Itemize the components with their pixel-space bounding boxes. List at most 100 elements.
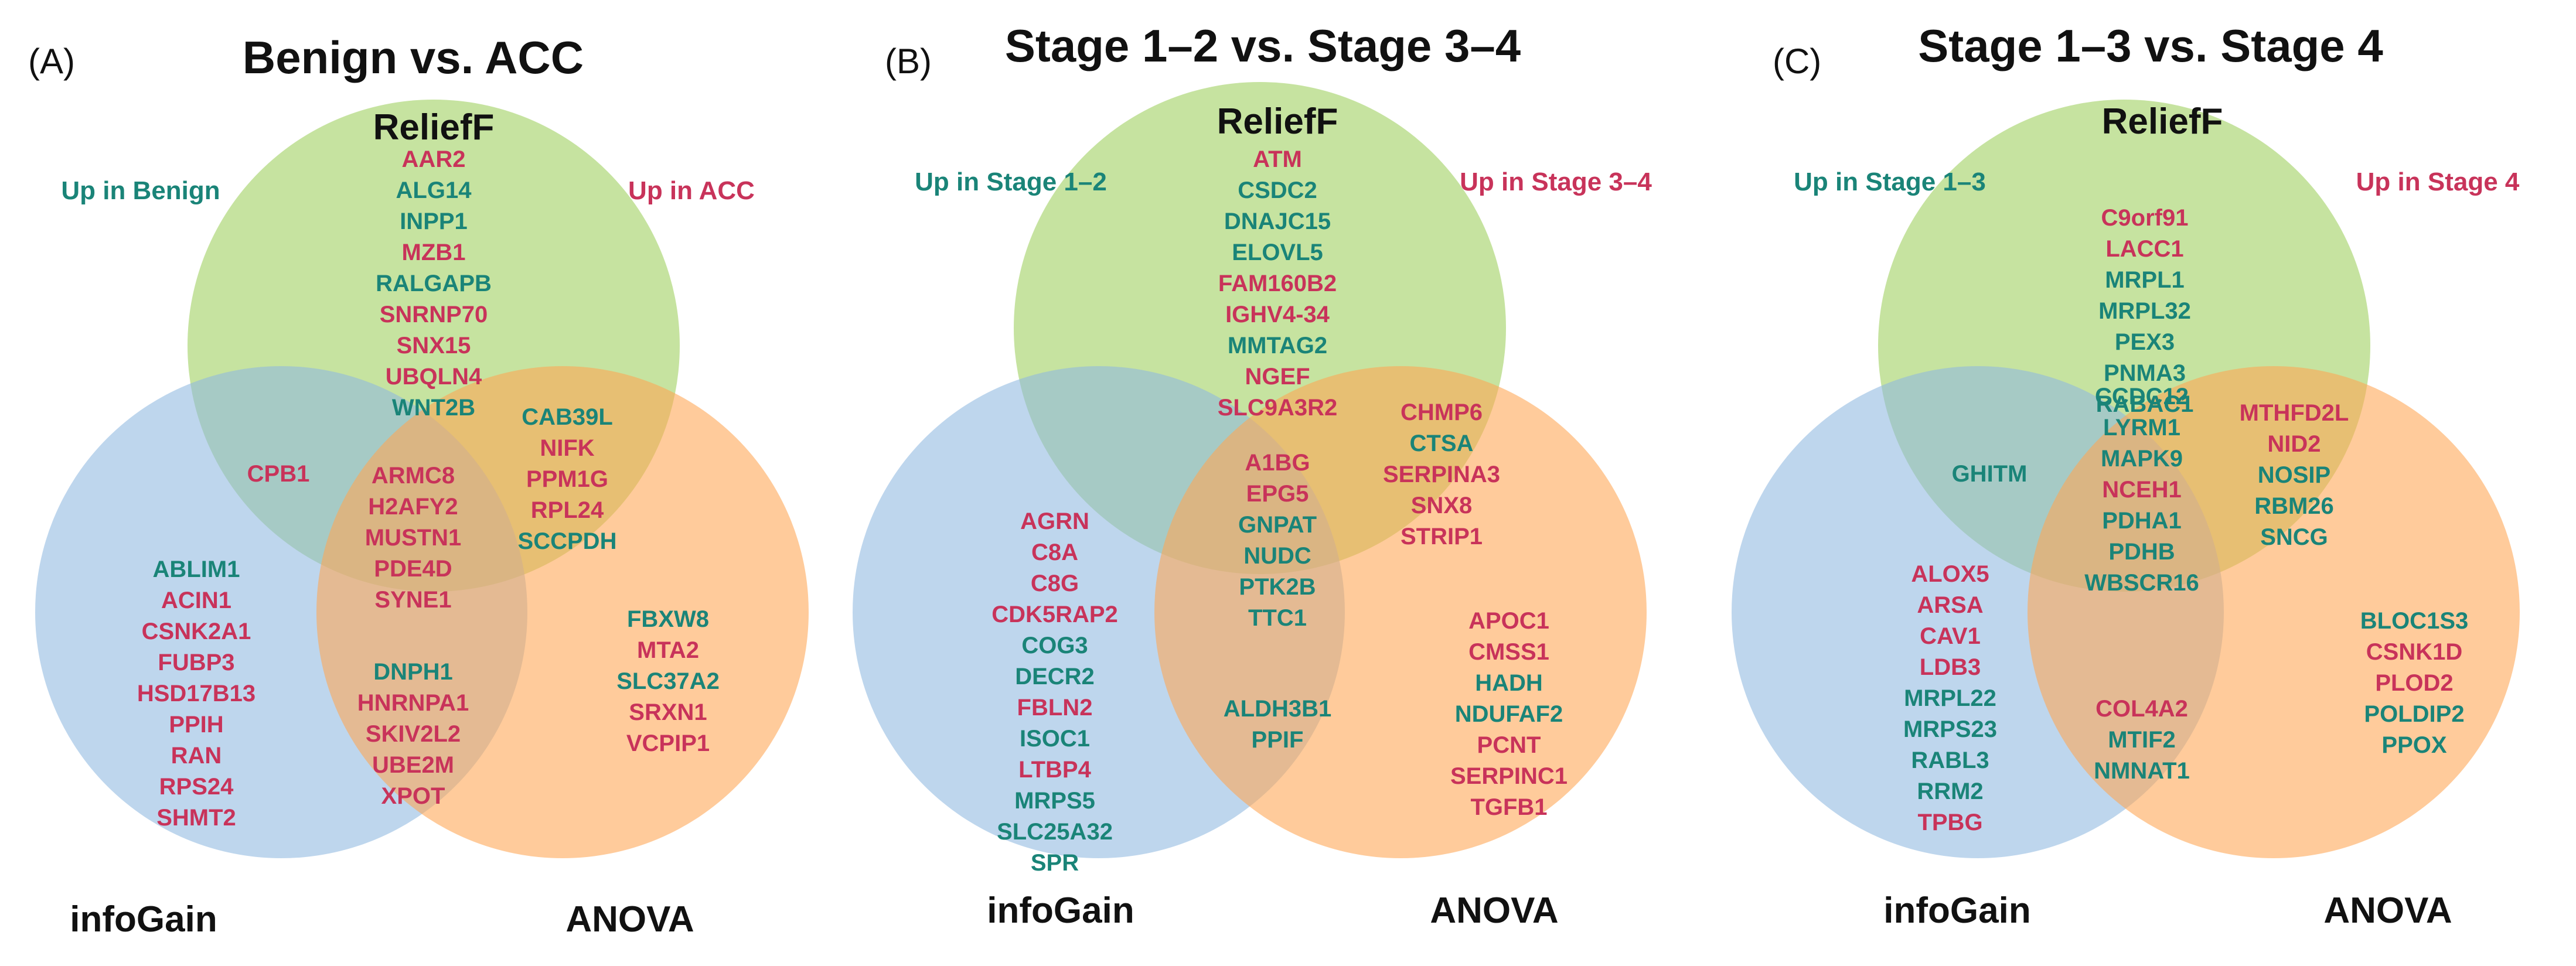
gene-label-left-only: MRPS5 (1014, 788, 1095, 814)
gene-label-center: A1BG (1245, 450, 1310, 476)
gene-label-left-right: PPIF (1252, 727, 1304, 753)
gene-label-right-only: MTA2 (637, 637, 699, 663)
gene-label-top-only: RABAC1 (2096, 391, 2194, 417)
anova-circle (316, 366, 809, 858)
gene-label-top-only: UBQLN4 (386, 364, 482, 390)
gene-label-left-only: RABL3 (1911, 747, 1989, 773)
gene-label-top-only: LACC1 (2105, 236, 2183, 262)
panel-title: Benign vs. ACC (243, 32, 584, 83)
gene-label-top-right: RPL24 (531, 497, 604, 523)
panel-title: Stage 1–2 vs. Stage 3–4 (1005, 20, 1521, 71)
gene-label-left-only: CAV1 (1920, 623, 1981, 649)
gene-label-left-right: NMNAT1 (2094, 758, 2190, 784)
gene-label-top-only: MRPL1 (2105, 267, 2185, 293)
gene-label-center: MAPK9 (2101, 446, 2183, 472)
gene-label-left-only: FBLN2 (1017, 695, 1093, 721)
gene-label-center: H2AFY2 (368, 494, 458, 520)
gene-label-top-only: PEX3 (2115, 329, 2175, 355)
gene-label-right-only: NDUFAF2 (1455, 701, 1563, 727)
direction-label-left: Up in Stage 1–2 (915, 168, 1107, 196)
gene-label-left-only: RAN (171, 743, 222, 769)
gene-label-left-only: SHMT2 (156, 805, 236, 831)
gene-label-left-only: SLC25A32 (997, 819, 1113, 845)
gene-label-center: NCEH1 (2102, 477, 2182, 503)
gene-label-center: WBSCR16 (2084, 570, 2199, 596)
gene-label-center: LYRM1 (2103, 415, 2180, 441)
gene-label-left-only: CSNK2A1 (142, 619, 251, 644)
gene-label-top-right: SERPINA3 (1383, 462, 1500, 487)
set-label-right: ANOVA (1430, 890, 1558, 931)
gene-label-right-only: SRXN1 (629, 699, 707, 725)
gene-label-top-right: SNX8 (1411, 493, 1473, 518)
gene-label-left-right: MTIF2 (2108, 727, 2176, 753)
gene-label-top-only: SNX15 (397, 333, 471, 359)
gene-label-right-only: SERPINC1 (1450, 763, 1568, 789)
gene-label-left-only: CDK5RAP2 (991, 602, 1118, 627)
gene-label-top-only: SLC9A3R2 (1218, 395, 1338, 421)
gene-label-left-only: SPR (1031, 850, 1079, 876)
gene-label-left-only: ARSA (1917, 592, 1983, 618)
gene-label-center: GNPAT (1238, 512, 1317, 538)
direction-label-left: Up in Benign (61, 176, 220, 205)
gene-label-left-right: DNPH1 (373, 659, 453, 685)
gene-label-left-only: MRPS23 (1903, 716, 1997, 742)
gene-label-top-only: SNRNP70 (380, 302, 488, 327)
gene-label-top-only: IGHV4-34 (1225, 302, 1330, 327)
gene-label-top-only: ELOVL5 (1232, 240, 1323, 265)
panel-letter: (B) (885, 42, 932, 81)
gene-label-top-right: SCCPDH (518, 528, 617, 554)
gene-label-center: MUSTN1 (365, 525, 461, 551)
gene-label-top-right: CHMP6 (1401, 400, 1483, 425)
gene-label-top-right: MTHFD2L (2240, 400, 2349, 426)
set-label-left: infoGain (1883, 890, 2030, 931)
gene-label-left-only: MRPL22 (1904, 685, 1996, 711)
gene-label-right-only: HADH (1475, 670, 1543, 696)
panel-title: Stage 1–3 vs. Stage 4 (1918, 20, 2383, 71)
gene-label-right-only: APOC1 (1468, 608, 1549, 634)
set-label-top: ReliefF (2102, 101, 2223, 142)
gene-label-right-only: POLDIP2 (2364, 701, 2464, 727)
gene-label-top-only: RALGAPB (376, 271, 492, 296)
direction-label-right: Up in ACC (628, 176, 755, 205)
direction-label-left: Up in Stage 1–3 (1794, 168, 1986, 196)
gene-label-right-only: PLOD2 (2375, 670, 2453, 696)
gene-label-top-right: PPM1G (526, 466, 608, 492)
direction-label-right: Up in Stage 4 (2356, 168, 2520, 196)
set-label-right: ANOVA (565, 899, 694, 940)
anova-circle (2028, 366, 2520, 858)
gene-label-center: PDHB (2108, 539, 2175, 565)
set-label-top: ReliefF (373, 107, 495, 148)
gene-label-center: PTK2B (1239, 574, 1316, 600)
gene-label-right-only: FBXW8 (627, 606, 709, 632)
gene-label-top-only: NGEF (1245, 364, 1310, 390)
gene-label-top-right: RBM26 (2254, 493, 2334, 519)
gene-label-top-right: NOSIP (2258, 462, 2330, 488)
gene-label-left-only: ISOC1 (1020, 726, 1090, 752)
gene-label-top-only: MRPL32 (2098, 298, 2191, 324)
gene-label-top-only: FAM160B2 (1218, 271, 1337, 296)
gene-label-top-right: CTSA (1410, 431, 1474, 456)
gene-label-left-only: C8A (1031, 540, 1078, 565)
gene-label-top-left: GHITM (1952, 461, 2028, 487)
gene-label-top-only: MZB1 (402, 240, 466, 265)
panel-b: (B)Stage 1–2 vs. Stage 3–4ReliefFinfoGai… (853, 20, 1652, 931)
gene-label-center: TTC1 (1248, 605, 1307, 631)
gene-label-top-only: PNMA3 (2104, 360, 2186, 386)
gene-label-top-left: CPB1 (247, 461, 310, 487)
gene-label-left-right: XPOT (381, 783, 445, 809)
gene-label-top-only: ALG14 (396, 178, 472, 203)
gene-label-center: CCDC12 (2095, 384, 2189, 409)
gene-label-top-only: CSDC2 (1238, 178, 1317, 203)
gene-label-left-only: RPS24 (159, 774, 234, 800)
gene-label-top-right: NIFK (540, 435, 594, 461)
gene-label-top-only: DNAJC15 (1224, 209, 1331, 234)
gene-label-right-only: PCNT (1477, 732, 1541, 758)
gene-label-right-only: BLOC1S3 (2360, 608, 2469, 634)
gene-label-left-only: COG3 (1021, 633, 1088, 658)
gene-label-top-right: SNCG (2260, 524, 2328, 550)
gene-label-right-only: VCPIP1 (626, 731, 710, 756)
gene-label-left-only: FUBP3 (158, 650, 234, 675)
gene-label-left-only: HSD17B13 (137, 681, 255, 706)
